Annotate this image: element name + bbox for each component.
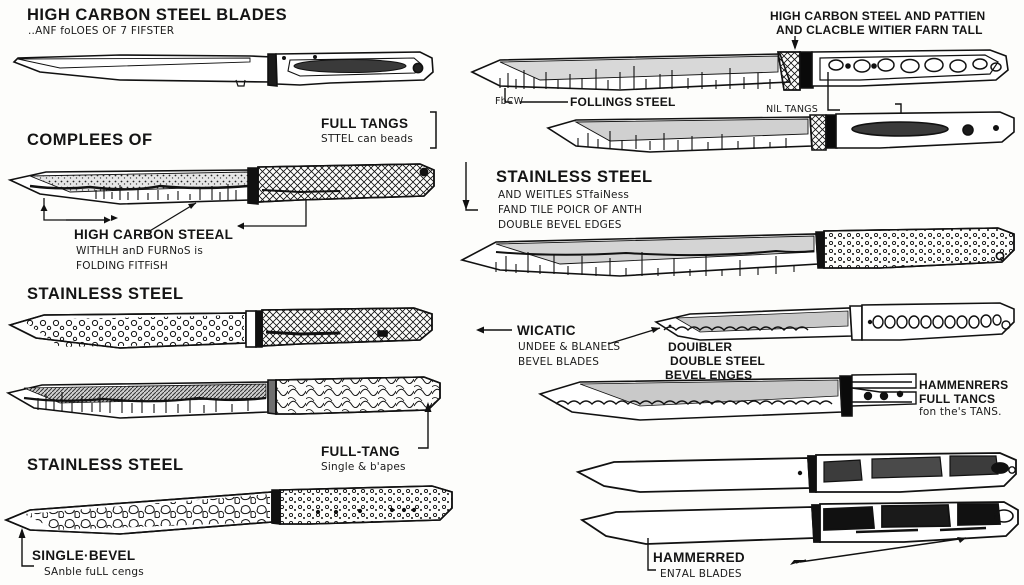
leader-tang-left-2	[237, 200, 307, 230]
knife-left-3	[7, 307, 433, 349]
callout-hammenrers-line3: fon the's TANS.	[919, 406, 1002, 418]
callout-hammenrers-line2: FULL TANCS	[919, 392, 996, 406]
knife-left-4	[5, 376, 441, 419]
heading-stainless-steel-right-line4: DOUBLE BEVEL EDGES	[498, 219, 622, 231]
leader-stainless-right	[462, 162, 478, 211]
heading-stainless-steel-right-line2: AND WEITLES STfaiNess	[498, 189, 630, 201]
callout-high-carbon-steeal-line3: FOLDING FITFiSH	[76, 260, 168, 272]
leader-hammerred	[647, 537, 967, 571]
blade-r3-forging-marks	[495, 252, 795, 276]
callout-high-carbon-pattien-line1: HIGH CARBON STEEL AND PATTIEN	[770, 9, 986, 23]
knife-right-6	[575, 452, 1017, 493]
blade-r2-forging-marks	[577, 131, 787, 150]
heading-stainless-steel-left-2: STAINLESS STEEL	[27, 456, 184, 474]
leader-hammenrers	[852, 381, 912, 403]
knife-left-2	[7, 163, 435, 205]
knife-right-2	[546, 111, 1015, 153]
knife-right-3	[459, 227, 1015, 277]
callout-wicatic-line3: BEVEL BLADES	[518, 356, 600, 368]
blade-r1-forging-marks	[499, 66, 771, 89]
heading-stainless-steel-right-line3: FAND TILE POICR OF ANTH	[498, 204, 643, 216]
callout-nll-tangs-label: NlL TANGS	[766, 104, 818, 115]
callout-single-bevel-subtitle: SAnble fuLL cengs	[44, 566, 144, 578]
callout-douibler-line3: BEVEL ENGES	[665, 368, 753, 382]
leader-wicatic	[476, 326, 512, 334]
callout-high-carbon-steeal-title: HIGH CARBON STEEAL	[74, 227, 234, 242]
callout-wicatic-line2: UNDEE & BLANELS	[518, 341, 621, 353]
dimension-arrows-left-2	[40, 198, 118, 224]
blade-4-forging-marks	[37, 392, 249, 413]
callout-full-tangs-subtitle: STTEL can beads	[321, 133, 414, 145]
heading-complees-of: COMPLEES OF	[27, 131, 153, 149]
callout-full-tangs-title: FULL TANGS	[321, 116, 409, 131]
knife-right-7	[579, 501, 1019, 545]
leader-high-carbon-steeal	[147, 202, 197, 233]
callout-wicatic-title: WICATIC	[517, 323, 576, 338]
callout-single-bevel-title: SINGLE·BEVEL	[32, 548, 136, 563]
leader-full-tang-left	[418, 402, 432, 449]
callout-douibler-line1: DOUIBLER	[668, 340, 733, 354]
callout-high-carbon-steeal-line2: WITHLH anD FURNoS is	[76, 245, 204, 257]
callout-hammerred-title: HAMMERRED	[653, 550, 745, 565]
heading-high-carbon-steel-blades: HIGH CARBON STEEL BLADES	[27, 6, 288, 24]
leader-follings-steel	[504, 88, 568, 103]
subtitle-high-carbon-steel-blades: ..ANF foLOES OF 7 FIFSTER	[28, 25, 175, 37]
callout-full-tang-title: FULL-TANG	[321, 444, 400, 459]
callout-hammenrers-line1: HAMMENRERS	[919, 378, 1009, 392]
callout-follings-prefix: FbCW	[495, 96, 524, 107]
heading-stainless-steel-right: STAINLESS STEEL	[496, 168, 653, 186]
callout-hammerred-subtitle: EN7AL BLADES	[660, 568, 742, 580]
blade-2-forging-marks	[95, 184, 237, 200]
knife-right-1	[470, 49, 1009, 91]
leader-high-carbon-pattien	[791, 36, 799, 50]
bracket-full-tangs	[430, 111, 437, 149]
callout-follings-steel-label: FOLLINGS STEEL	[570, 95, 676, 109]
knife-right-4-serrated	[653, 302, 1015, 341]
knife-left-5	[3, 485, 453, 535]
leader-single-bevel	[18, 528, 34, 567]
callout-douibler-line2: DOUBLE STEEL	[670, 354, 766, 368]
leader-wicatic-to-blade	[607, 327, 661, 345]
knife-left-1	[12, 51, 434, 87]
callout-full-tang-subtitle: Single & b'apes	[321, 461, 406, 473]
heading-stainless-steel-left-1: STAINLESS STEEL	[27, 285, 184, 303]
callout-high-carbon-pattien-line2: AND CLACBLE WITIER FARN TALL	[776, 23, 983, 37]
